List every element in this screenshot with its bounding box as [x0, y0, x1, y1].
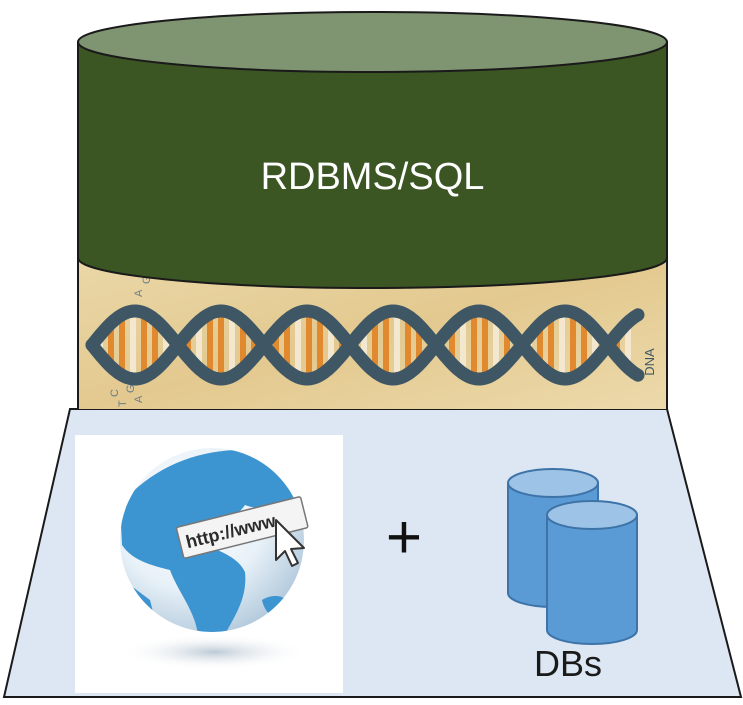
mouse-cursor-icon — [275, 519, 305, 567]
db-cylinder-front — [546, 500, 638, 645]
rdbms-cylinder: RDBMS/SQL — [77, 11, 668, 289]
dna-base-letter: T — [117, 400, 129, 407]
dna-base-letter: G — [125, 384, 137, 393]
db-cylinders: DBs — [507, 468, 638, 684]
dna-label: DNA — [642, 348, 657, 376]
cylinder-body — [77, 41, 668, 289]
dna-helix — [85, 304, 645, 386]
dbs-label: DBs — [534, 643, 602, 684]
web-globe: http://www. — [75, 435, 343, 693]
dna-base-letter: A — [133, 289, 145, 297]
dna-strand-b — [85, 304, 645, 386]
cylinder-top — [77, 11, 668, 73]
dna-base-letter: G — [141, 275, 153, 284]
plus-sign: + — [386, 503, 422, 572]
cylinder-label: RDBMS/SQL — [261, 156, 485, 198]
dna-base-letter: A — [133, 395, 145, 403]
dna-strand-a — [85, 304, 645, 386]
globe-shadow — [119, 634, 309, 670]
dna-base-letter: C — [109, 389, 121, 397]
